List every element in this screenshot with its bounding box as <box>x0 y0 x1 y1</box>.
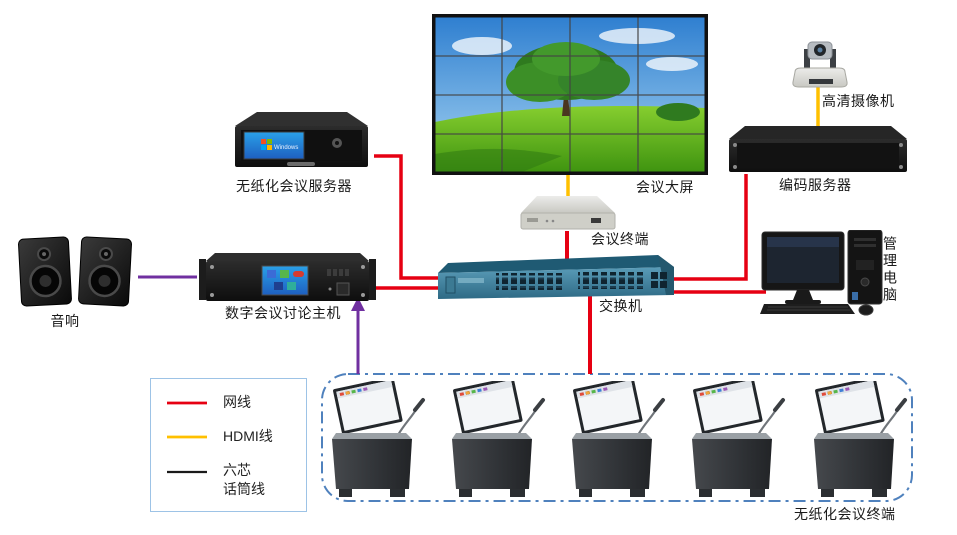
paperless-terminal-1 <box>330 381 425 499</box>
legend-box: 网线 HDMI线 六芯 话筒线 <box>150 378 307 512</box>
label-encoder-server: 编码服务器 <box>779 177 852 193</box>
label-management-pc: 管理电脑 <box>882 236 898 304</box>
legend-label-network: 网线 <box>223 394 251 410</box>
cable-switch-to-encoder <box>668 174 748 281</box>
network-cable-swatch <box>167 401 207 404</box>
speakers-device <box>14 232 138 317</box>
switch-ports-right <box>578 272 646 289</box>
server-screen-text: Windows <box>274 145 298 151</box>
paperless-terminal-2 <box>450 381 545 499</box>
tree <box>506 42 630 116</box>
legend-label-mic: 六芯 话筒线 <box>223 462 265 497</box>
mic-cable-swatch <box>167 470 207 474</box>
conference-terminal-device <box>517 192 619 239</box>
server-screen <box>243 131 305 160</box>
label-hd-camera: 高清摄像机 <box>822 93 895 109</box>
bush <box>656 103 700 121</box>
management-pc-device <box>760 229 886 321</box>
label-video-wall: 会议大屏 <box>636 179 694 195</box>
wall-grid <box>435 17 705 172</box>
legend-label-hdmi: HDMI线 <box>223 428 273 444</box>
host-vents <box>327 269 349 276</box>
legend-item-hdmi: HDMI线 <box>165 427 306 446</box>
windows-logo-icon <box>261 139 272 150</box>
label-speakers: 音响 <box>50 313 80 329</box>
legend-item-network: 网线 <box>165 393 306 412</box>
paperless-terminal-3 <box>570 381 665 499</box>
label-paperless-terminal-group: 无纸化会议终端 <box>794 506 896 522</box>
network-switch-device <box>438 251 676 306</box>
host-button <box>336 282 350 296</box>
label-network-switch: 交换机 <box>599 298 643 314</box>
paperless-terminal-5 <box>812 381 907 499</box>
arrowhead-up-icon <box>351 297 365 311</box>
paperless-server-device: Windows <box>227 110 374 179</box>
host-lcd-icons <box>267 270 304 290</box>
discussion-host-device <box>199 251 376 309</box>
cable-server-to-switch <box>374 154 443 280</box>
label-discussion-host: 数字会议讨论主机 <box>225 305 341 321</box>
paperless-terminal-4 <box>690 381 785 499</box>
label-conference-terminal: 会议终端 <box>591 231 649 247</box>
pc-mouse <box>858 304 874 316</box>
video-wall-device <box>431 13 709 180</box>
terminal-group-box <box>321 373 913 502</box>
switch-ports-left <box>496 273 564 290</box>
switch-sfp-ports <box>651 272 667 288</box>
label-paperless-server: 无纸化会议服务器 <box>236 178 352 194</box>
hd-camera-device <box>783 40 857 95</box>
legend-item-mic: 六芯 话筒线 <box>165 461 306 499</box>
encoder-server-device <box>727 124 909 179</box>
hdmi-cable-swatch <box>167 435 207 438</box>
